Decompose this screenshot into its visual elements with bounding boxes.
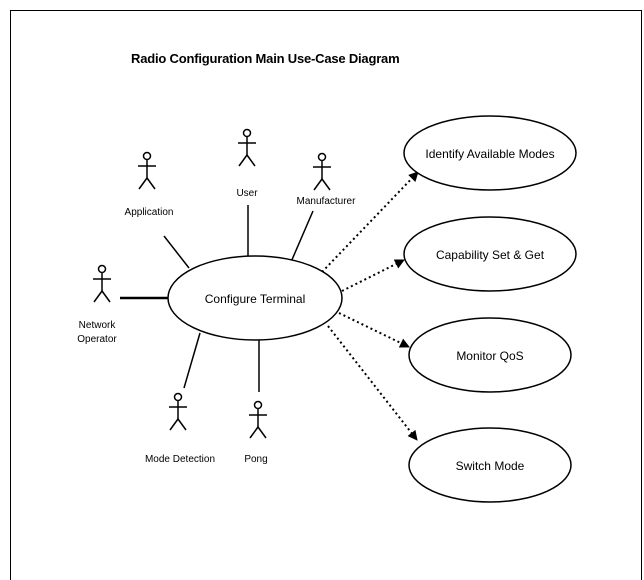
actor-mode-detection-label: Mode Detection	[145, 454, 215, 465]
association-manufacturer	[290, 210, 314, 263]
actor-application-label: Application	[125, 207, 174, 218]
association-mode-detection	[183, 332, 201, 389]
association-application	[163, 235, 190, 269]
use-case-capability-set-get: Capability Set & Get	[403, 216, 577, 292]
actor-pong-label: Pong	[244, 454, 267, 465]
diagram-frame	[10, 10, 642, 580]
actor-application	[138, 151, 156, 190]
actor-pong	[249, 400, 267, 439]
use-case-identify-available-modes-label: Identify Available Modes	[425, 147, 554, 161]
actor-network-operator-label-line1: Network	[79, 320, 117, 331]
diagram-title: Radio Configuration Main Use-Case Diagra…	[131, 51, 400, 66]
actor-network-operator	[93, 264, 111, 303]
actor-mode-detection	[169, 392, 187, 431]
actor-manufacturer-label: Manufacturer	[297, 196, 357, 207]
actor-network-operator-label-line2: Operator	[77, 334, 117, 345]
dependency-monitor-qos	[338, 312, 410, 348]
dependency-switch-mode	[327, 325, 418, 441]
use-case-capability-set-get-label: Capability Set & Get	[436, 248, 545, 262]
dependency-capability-set	[341, 259, 405, 292]
use-case-switch-mode-label: Switch Mode	[456, 459, 525, 473]
use-case-monitor-qos-label: Monitor QoS	[456, 349, 523, 363]
use-case-switch-mode: Switch Mode	[408, 427, 572, 503]
use-case-identify-available-modes: Identify Available Modes	[403, 115, 577, 191]
use-case-configure-terminal: Configure Terminal	[167, 255, 343, 341]
actor-user-label: User	[236, 188, 258, 199]
use-case-monitor-qos: Monitor QoS	[408, 317, 572, 393]
actor-user	[238, 128, 256, 167]
use-case-configure-terminal-label: Configure Terminal	[205, 292, 306, 306]
actor-manufacturer	[313, 152, 331, 191]
dependency-identify-modes	[321, 171, 419, 273]
